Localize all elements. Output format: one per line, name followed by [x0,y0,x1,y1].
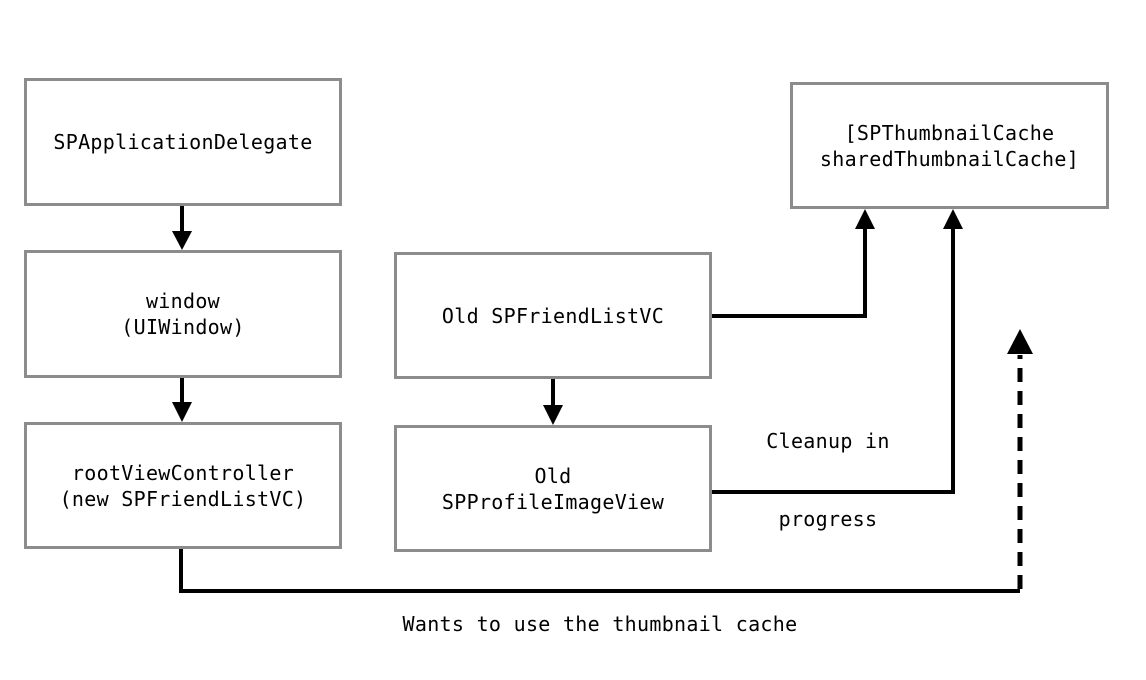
arrow-friendlist-to-cache [711,226,867,318]
box-old-profile-image-line-1: Old [534,463,572,488]
box-window-line-1: window [145,289,221,313]
line-root-to-cache-solid [179,549,1020,593]
box-old-friend-list-line-1: Old SPFriendListVC [441,303,665,328]
box-old-friend-list: Old SPFriendListVC [394,252,712,379]
box-thumbnail-cache-line-2: sharedThumbnailCache] [819,146,1080,171]
cleanup-label-line-2: progress [778,507,878,531]
arrow-profileimage-to-cache [711,226,955,494]
box-old-profile-image-view: Old SPProfileImageView [394,425,712,552]
arrowhead-root-to-cache [1007,329,1033,354]
box-thumbnail-cache: [SPThumbnailCache sharedThumbnailCache] [790,82,1109,209]
box-root-view-controller: rootViewController (new SPFriendListVC) [24,422,342,549]
box-window: window (UIWindow) [24,250,342,378]
wants-cache-label: Wants to use the thumbnail cache [402,612,798,636]
box-window-line-2: (UIWindow) [121,315,245,339]
arrowhead-window-to-root [172,402,192,422]
arrowhead-friendlist-to-cache [855,209,875,229]
box-root-vc-line-1: rootViewController [71,460,295,485]
box-root-vc-line-2: (new SPFriendListVC) [59,486,307,511]
box-old-profile-image-line-2: SPProfileImageView [441,489,665,514]
box-app-delegate: SPApplicationDelegate [24,78,342,206]
arrowhead-friendlist-to-profileimage [543,405,563,425]
box-app-delegate-line-1: SPApplicationDelegate [53,130,313,154]
box-thumbnail-cache-line-1: [SPThumbnailCache [844,120,1055,145]
cleanup-label-line-1: Cleanup in [766,429,890,453]
arrowhead-profileimage-to-cache [943,209,963,229]
cleanup-label: Cleanup in progress [748,376,908,558]
arrowhead-delegate-to-window [172,231,192,250]
